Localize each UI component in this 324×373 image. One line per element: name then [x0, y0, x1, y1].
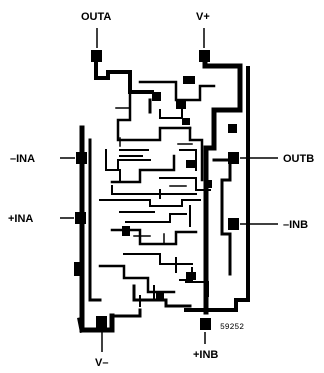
pad-outa — [91, 50, 102, 62]
pad-ina-plus — [75, 212, 86, 224]
label-vplus: V+ — [196, 11, 210, 23]
label-ina-plus: +INA — [8, 213, 33, 225]
lead-lines — [60, 28, 278, 352]
pad-vminus — [96, 316, 107, 328]
label-inb-plus: +INB — [193, 349, 218, 361]
pad-outb — [228, 152, 239, 164]
pad-ina-minus — [76, 152, 87, 164]
label-vminus: V– — [95, 357, 108, 369]
die-mark: 59252 — [220, 323, 244, 332]
label-inb-minus: –INB — [283, 219, 308, 231]
pad-inb-plus — [200, 318, 211, 330]
label-outb: OUTB — [283, 153, 314, 165]
pad-vplus — [199, 50, 210, 62]
pin-labels: OUTA V+ –INA +INA OUTB –INB V– +INB 5925… — [8, 11, 314, 369]
label-ina-minus: –INA — [10, 153, 35, 165]
label-outa: OUTA — [81, 11, 111, 23]
bond-pads — [74, 50, 239, 330]
metal-traces — [77, 55, 250, 333]
pad-inb-minus — [228, 218, 239, 230]
